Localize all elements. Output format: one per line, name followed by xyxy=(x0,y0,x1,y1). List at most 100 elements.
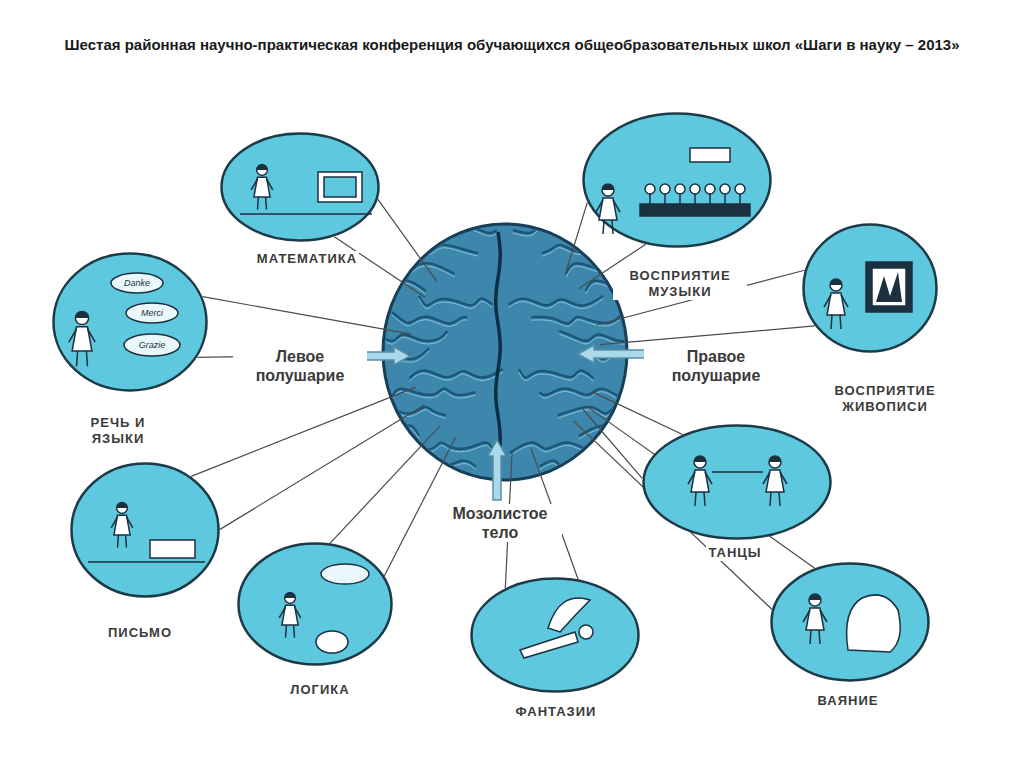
circle-picture xyxy=(644,426,831,539)
circle-outline xyxy=(222,134,379,241)
brain-highlight xyxy=(383,248,478,259)
brain-highlight xyxy=(412,446,494,456)
brain-highlight xyxy=(531,315,624,326)
subject-circle: ПИСЬМО xyxy=(70,462,220,598)
figure-arm xyxy=(279,607,285,618)
brain-highlight xyxy=(540,461,616,471)
sign xyxy=(690,148,730,162)
figure-leg xyxy=(117,535,119,548)
figure-leg xyxy=(779,492,780,506)
figure-arm xyxy=(613,200,620,212)
brain-highlight xyxy=(362,334,447,344)
brain-fold xyxy=(559,331,642,341)
circle-outline xyxy=(644,426,831,539)
musician-head xyxy=(675,184,685,194)
figure-leg xyxy=(612,220,613,234)
figure-leg xyxy=(86,351,87,366)
figure-hair xyxy=(830,279,842,285)
musician-head xyxy=(735,184,745,194)
leader-line xyxy=(600,326,815,345)
painting xyxy=(876,272,902,302)
subject-circle: ТАНЦЫ xyxy=(642,424,832,540)
brain-highlight xyxy=(579,428,673,439)
figure-arm xyxy=(824,295,831,307)
picture-line xyxy=(712,471,763,473)
musician-head xyxy=(660,184,670,194)
circle-shape xyxy=(70,462,220,598)
figure-leg xyxy=(831,315,832,329)
subject-label: ЛОГИКА xyxy=(288,682,351,698)
figure-leg xyxy=(704,492,705,506)
subject-label: ПИСЬМО xyxy=(106,625,174,641)
circle-shape xyxy=(220,132,380,242)
musician-head xyxy=(705,184,715,194)
figure-hair xyxy=(117,503,128,508)
subject-circle: МАТЕМАТИКА xyxy=(220,132,380,242)
figure-leg xyxy=(77,351,78,366)
figure-head xyxy=(75,311,88,324)
figure-hair xyxy=(75,311,88,318)
brain-fold xyxy=(542,245,615,256)
paper xyxy=(150,540,195,558)
figure-head xyxy=(257,165,268,176)
figure-arm xyxy=(267,179,273,190)
figure-head xyxy=(694,456,706,468)
figure-arm xyxy=(763,472,770,484)
speech-word: Merci xyxy=(139,308,165,319)
figure-hair xyxy=(769,456,781,462)
figure-arm xyxy=(596,200,603,212)
brain-part-label: Правое полушарие xyxy=(644,347,788,385)
figure-hair xyxy=(257,165,268,170)
figure-leg xyxy=(125,535,127,548)
figure-arm xyxy=(111,517,117,528)
circle-picture xyxy=(72,464,219,597)
brain-fissure xyxy=(496,232,501,460)
subject-label: ВОСПРИЯТИЕ ЖИВОПИСИ xyxy=(808,383,962,416)
circle-picture xyxy=(772,564,929,681)
screen xyxy=(324,177,356,197)
circle-outline xyxy=(472,579,639,692)
subject-circle: ЛОГИКА xyxy=(237,542,393,666)
figure-leg xyxy=(695,492,696,506)
speech-word: Danke xyxy=(122,278,152,289)
circle-outline xyxy=(54,254,207,391)
subject-label: ТАНЦЫ xyxy=(706,545,763,561)
brain-part-label: Мозолистое тело xyxy=(438,504,562,542)
speech-bubble xyxy=(126,303,178,323)
leader-line xyxy=(592,392,682,435)
leader-line xyxy=(203,297,412,334)
figure-arm xyxy=(780,472,787,484)
subject-label: ВАЯНИЕ xyxy=(816,693,881,709)
brain-highlight xyxy=(419,299,492,309)
subject-label: ФАНТАЗИИ xyxy=(514,704,599,720)
picture-line xyxy=(664,194,666,204)
figure-arm xyxy=(688,472,695,484)
figure-hair xyxy=(602,184,614,190)
brain-fold xyxy=(409,226,497,237)
figure-leg xyxy=(285,625,287,638)
stage-platform xyxy=(640,204,750,216)
circle-picture xyxy=(54,254,207,391)
leader-line xyxy=(191,387,416,476)
circle-picture xyxy=(239,544,392,665)
picture-line xyxy=(709,194,711,204)
figure-hair xyxy=(809,594,821,600)
flying-head xyxy=(579,625,593,639)
leader-line xyxy=(330,425,440,543)
circle-shape xyxy=(52,252,208,392)
brain-highlight xyxy=(508,299,603,309)
brain-highlight xyxy=(519,372,593,381)
subject-circle: ВОСПРИЯТИЕ МУЗЫКИ xyxy=(582,112,772,248)
sculpture xyxy=(847,595,901,652)
circle-picture xyxy=(472,579,639,692)
circle-shape xyxy=(802,223,938,353)
brain-highlight xyxy=(542,248,615,259)
subject-label: РЕЧЬ И ЯЗЫКИ xyxy=(76,415,160,448)
leader-line xyxy=(583,409,642,478)
leader-line xyxy=(565,202,587,274)
figure-arm xyxy=(69,329,77,342)
figure-hair xyxy=(694,456,706,462)
brain-highlight xyxy=(363,266,455,277)
circle-outline xyxy=(804,225,937,352)
